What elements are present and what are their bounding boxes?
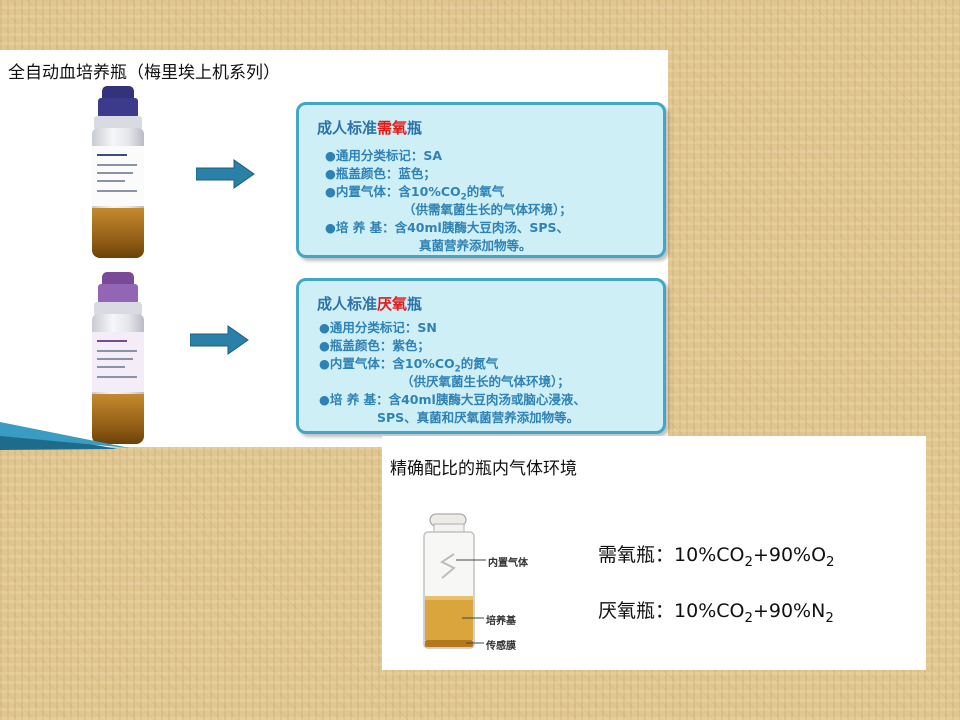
- anaerobic-cap-color: ●瓶盖颜色：紫色；: [319, 338, 430, 353]
- panel-title: 全自动血培养瓶（梅里埃上机系列）: [8, 63, 280, 83]
- aerobic-info-box: 成人标准需氧瓶 ●通用分类标记：SA ●瓶盖颜色：蓝色； ●内置气体：含10%C…: [296, 102, 666, 258]
- medium-label: 培养基: [486, 616, 516, 627]
- gas-label: 内置气体: [488, 558, 528, 569]
- arrow-right-icon: [196, 159, 255, 189]
- aerobic-code: ●通用分类标记：SA: [325, 148, 443, 163]
- aerobic-gas: ●内置气体：含10%CO2的氧气: [325, 184, 505, 203]
- sensor-label: 传感膜: [486, 641, 516, 652]
- anaerobic-gas: ●内置气体：含10%CO2的氮气: [319, 356, 499, 375]
- anaerobic-gas-note: （供厌氧菌生长的气体环境）；: [401, 374, 570, 389]
- anaerobic-gas-formula: 厌氧瓶：10%CO2+90%N2: [598, 600, 834, 626]
- anaerobic-info-box: 成人标准厌氧瓶 ●通用分类标记：SN ●瓶盖颜色：紫色； ●内置气体：含10%C…: [296, 278, 666, 434]
- anaerobic-box-title: 成人标准厌氧瓶: [317, 295, 423, 313]
- aerobic-box-title: 成人标准需氧瓶: [317, 119, 423, 137]
- arrow-right-icon: [190, 325, 249, 355]
- aerobic-gas-formula: 需氧瓶：10%CO2+90%O2: [598, 544, 835, 570]
- anaerobic-medium: ●培 养 基：含40ml胰酶大豆肉汤或脑心浸液、: [319, 392, 586, 407]
- panel-title: 精确配比的瓶内气体环境: [390, 459, 577, 479]
- aerobic-cap-color: ●瓶盖颜色：蓝色；: [325, 166, 436, 181]
- aerobic-gas-note: （供需氧菌生长的气体环境）；: [403, 202, 572, 217]
- bottom-panel: 精确配比的瓶内气体环境 内置气体 培养基 传感膜 需氧瓶：10%CO2+90%O…: [382, 436, 926, 670]
- aerobic-medium: ●培 养 基：含40ml胰酶大豆肉汤、SPS、: [325, 220, 569, 235]
- anaerobic-code: ●通用分类标记：SN: [319, 320, 437, 335]
- top-panel: 全自动血培养瓶（梅里埃上机系列）: [0, 50, 668, 447]
- corner-decoration: [0, 422, 130, 450]
- bottle-cross-section-diagram: [423, 513, 486, 649]
- aerobic-medium-cont: 真菌营养添加物等。: [419, 238, 532, 253]
- anaerobic-medium-cont: SPS、真菌和厌氧菌营养添加物等。: [377, 410, 580, 425]
